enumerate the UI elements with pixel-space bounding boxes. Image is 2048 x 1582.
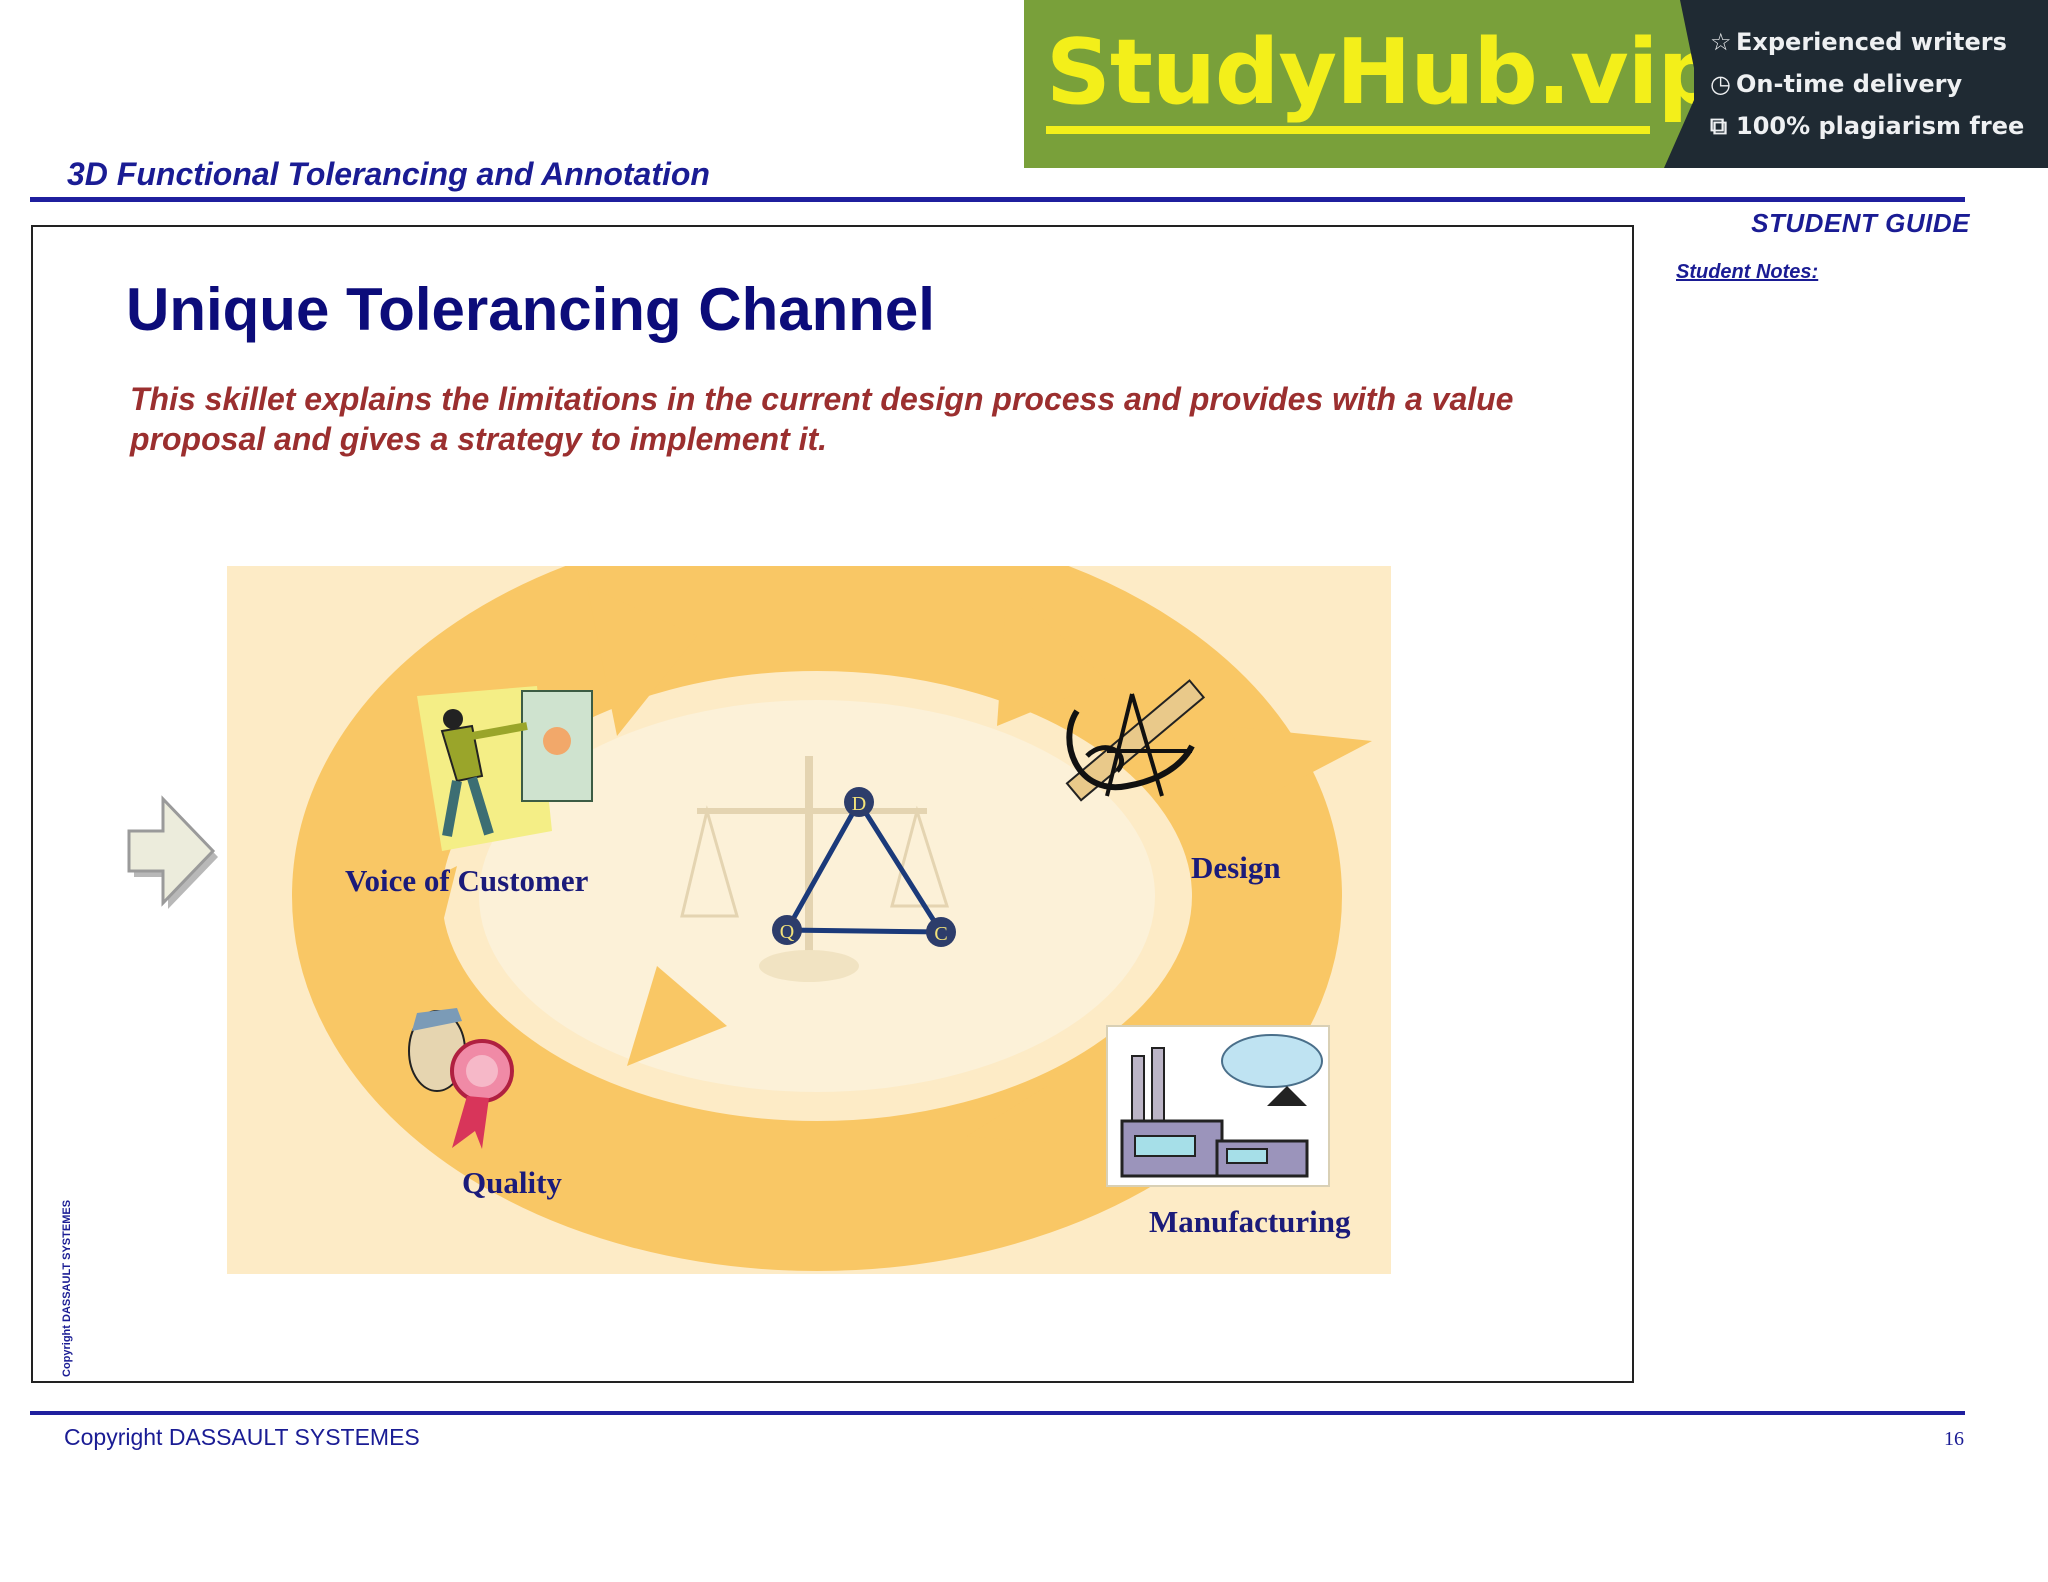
cycle-arrowhead	[587, 586, 697, 736]
slide-frame: Unique Tolerancing Channel This skillet …	[31, 225, 1634, 1383]
ad-brand-underline	[1046, 126, 1650, 134]
footer-divider	[30, 1411, 1965, 1415]
triangle-node-q	[772, 915, 802, 945]
ad-feature-label: Experienced writers	[1736, 28, 2007, 56]
cycle-ring	[292, 566, 1342, 1271]
ad-banner[interactable]: StudyHub.vip ☆Experienced writers ◷On-ti…	[1024, 0, 2048, 168]
cycle-arrowhead	[967, 1086, 1147, 1151]
ad-feature: ⧉ 100% plagiarism free	[1710, 112, 2024, 140]
ad-feature-label: On-time delivery	[1736, 70, 1963, 98]
page-number: 16	[1944, 1428, 1964, 1450]
header-divider	[30, 197, 1965, 202]
balance-scale-icon	[680, 756, 950, 982]
star-icon: ☆	[1710, 28, 1732, 56]
tolerancing-cycle-diagram: D Q C Voice of Customer Design Quality M…	[227, 566, 1391, 1274]
ad-feature-label: 100% plagiarism free	[1736, 112, 2025, 140]
document-header-title: 3D Functional Tolerancing and Annotation	[67, 156, 710, 192]
cycle-arrowhead	[1227, 726, 1372, 796]
factory-icon	[1106, 1025, 1330, 1187]
next-arrow-icon[interactable]	[121, 789, 221, 929]
triangle-label-d: D	[852, 793, 866, 815]
student-notes-label: Student Notes:	[1676, 261, 1819, 283]
ad-feature: ☆Experienced writers	[1710, 28, 2007, 56]
ad-brand[interactable]: StudyHub.vip	[1046, 20, 1722, 125]
triangle-node-c	[926, 917, 956, 947]
slide-description: This skillet explains the limitations in…	[130, 381, 1514, 457]
ad-feature: ◷On-time delivery	[1710, 70, 1962, 98]
student-guide-label: STUDENT GUIDE	[1751, 208, 1970, 238]
copy-icon: ⧉	[1710, 112, 1728, 140]
label-quality: Quality	[462, 1165, 562, 1200]
slide-title: Unique Tolerancing Channel	[126, 276, 935, 343]
triangle-node-d	[844, 787, 874, 817]
cycle-arrowhead	[997, 584, 1107, 726]
footer-copyright: Copyright DASSAULT SYSTEMES	[64, 1424, 420, 1450]
ad-dark-panel	[1664, 0, 2048, 168]
triangle-label-c: C	[934, 923, 947, 945]
cycle-arrowhead	[627, 966, 727, 1066]
clock-icon: ◷	[1710, 70, 1731, 98]
label-manufacturing: Manufacturing	[1149, 1204, 1351, 1239]
cycle-arrowhead	[337, 866, 457, 986]
triangle-label-q: Q	[780, 921, 795, 943]
label-voice-of-customer: Voice of Customer	[345, 863, 589, 898]
vertical-copyright: Copyright DASSAULT SYSTEMES	[61, 1199, 73, 1377]
label-design: Design	[1191, 850, 1281, 885]
drafting-tools-icon	[1065, 679, 1206, 802]
award-ribbon-icon	[408, 1008, 514, 1149]
dqc-triangle: D Q C	[772, 787, 956, 947]
presenter-icon	[417, 686, 593, 851]
cycle-center	[479, 700, 1155, 1092]
